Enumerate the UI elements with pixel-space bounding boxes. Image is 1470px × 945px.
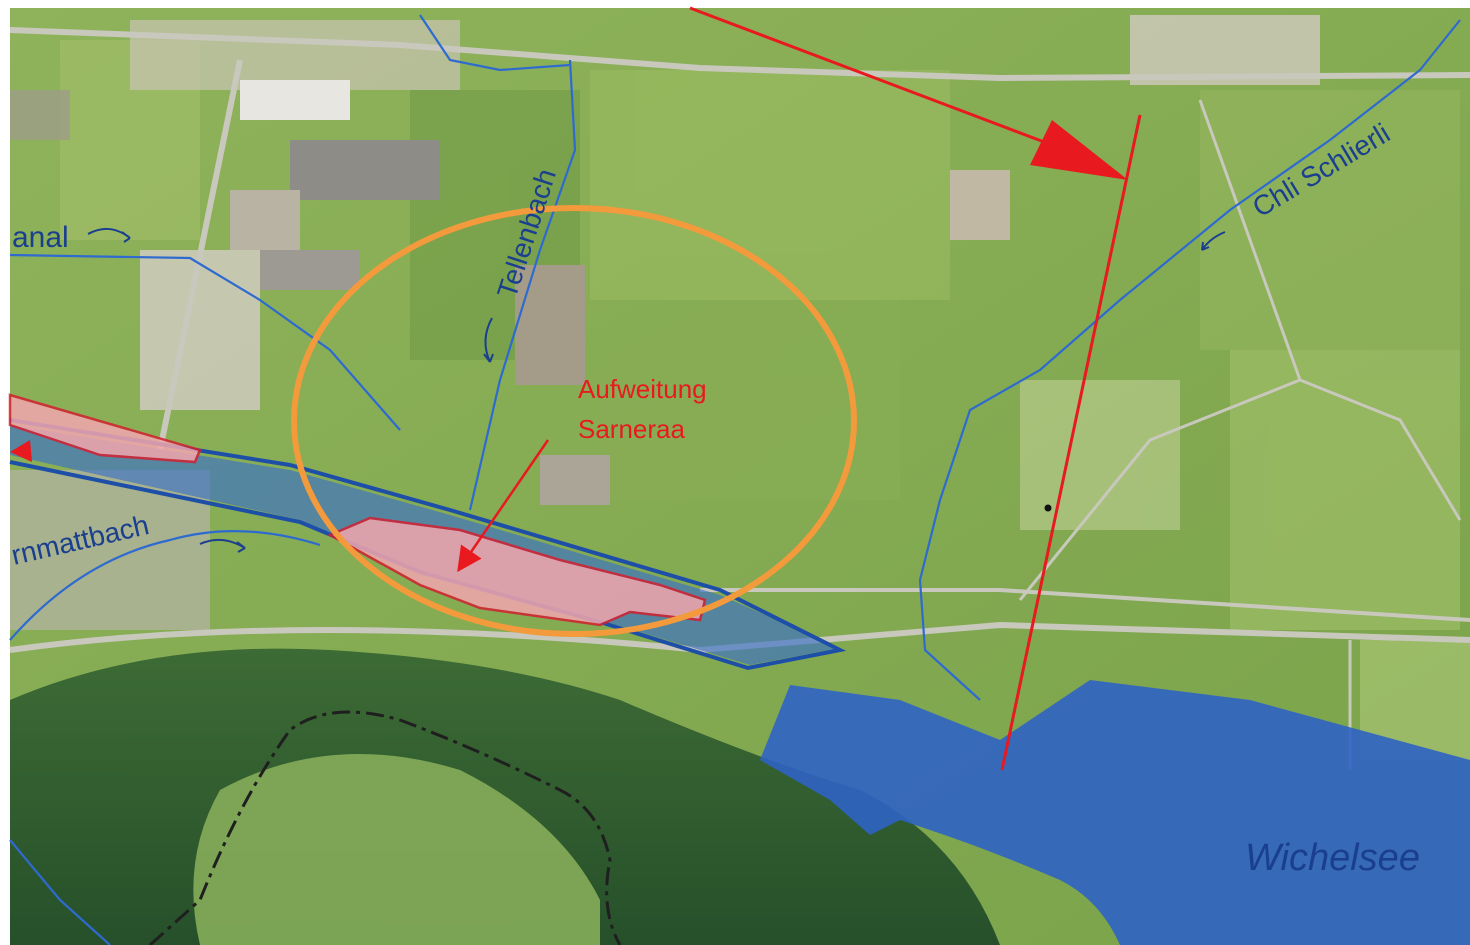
west-arrow-icon	[10, 440, 32, 462]
label-aufweitung-line2: Sarneraa	[578, 414, 685, 444]
streams	[9, 14, 1461, 945]
label-wichelsee: Wichelsee	[1245, 837, 1420, 879]
survey-point	[1044, 504, 1052, 512]
meadow-clearing	[193, 754, 601, 945]
direction-arrow-icon	[689, 6, 1128, 180]
field-patches	[60, 40, 1470, 760]
label-aufweitung-line1: Aufweitung	[578, 374, 707, 404]
project-area-west	[8, 393, 202, 464]
annotation-arrow	[457, 439, 550, 573]
roads	[9, 27, 1470, 770]
focus-ellipse	[291, 205, 857, 637]
label-kanal: anal	[12, 221, 69, 254]
flow-arrow-icon	[87, 227, 1226, 553]
municipal-boundary-line	[148, 710, 622, 945]
section-line	[1000, 114, 1142, 771]
wichelsee-lake	[760, 680, 1470, 945]
